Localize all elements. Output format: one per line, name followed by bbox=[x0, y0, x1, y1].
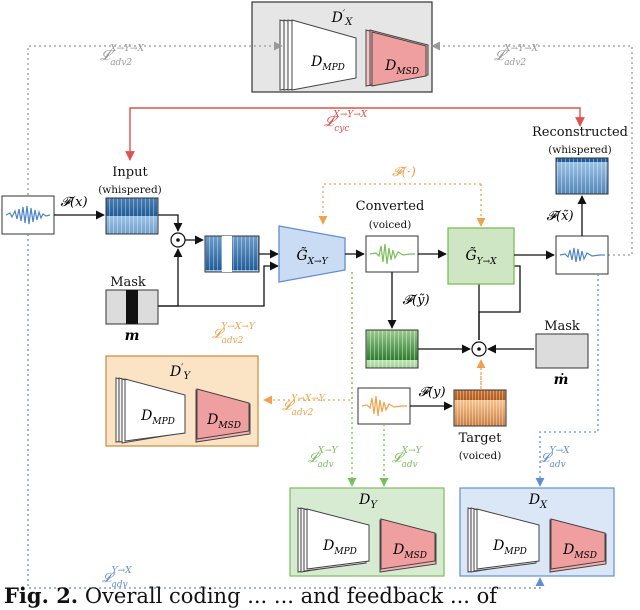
loss-adv2-yxy-a: 𝓛adv2Y→X→Y bbox=[212, 322, 256, 346]
converted-waveform bbox=[365, 235, 419, 273]
f-dot-label: 𝓕(·) bbox=[392, 165, 416, 180]
reconstructed-waveform bbox=[555, 235, 609, 275]
d-y-prime-block: D′Y DMPD DMSD bbox=[105, 355, 259, 447]
d-x-block: DX DMPD DMSD bbox=[459, 487, 615, 577]
mask-symbol: m bbox=[125, 328, 140, 344]
loss-adv-xy-b: 𝓛advX→Y bbox=[392, 446, 423, 470]
converted-sub: (voiced) bbox=[369, 219, 412, 231]
input-waveform bbox=[1, 195, 55, 235]
fy-tilde-label: 𝓕(ỹ) bbox=[402, 293, 429, 308]
figure-caption: Fig. 2. Overall coding ... ... and feedb… bbox=[4, 583, 640, 610]
generator-xy: G̃X→Y bbox=[278, 225, 346, 283]
mask2-label: Mask bbox=[544, 319, 580, 334]
mpd-stack-top: DMPD bbox=[279, 19, 357, 91]
fx-label: 𝓕(x) bbox=[60, 195, 87, 210]
d-x-prime-block: D′X DMPD DMSD bbox=[251, 1, 433, 93]
input-label: Input bbox=[112, 165, 148, 180]
loss-adv2-yxy-b: 𝓛adv2Y→X→Y bbox=[282, 394, 326, 418]
loss-cyc: 𝓛cycX→Y→X bbox=[324, 110, 368, 134]
input-spectrogram bbox=[105, 197, 159, 235]
reconstructed-label: Reconstructed bbox=[532, 125, 628, 140]
d-y-block: DY DMPD DMSD bbox=[289, 487, 445, 577]
target-sub: (voiced) bbox=[459, 450, 502, 462]
caption-text: Overall coding ... ... and feedback ... … bbox=[84, 584, 498, 608]
converted-label: Converted bbox=[356, 199, 425, 214]
target-label: Target bbox=[459, 431, 503, 446]
gray-adv2-lines bbox=[27, 41, 633, 256]
mask-block bbox=[105, 289, 159, 325]
msd-stack-top: DMSD bbox=[365, 29, 429, 87]
mask2-block bbox=[535, 333, 589, 369]
fy-label: 𝓕(y) bbox=[418, 385, 445, 400]
input-sub: (whispered) bbox=[98, 184, 162, 196]
loss-adv-yx-right: 𝓛advY→X bbox=[540, 446, 570, 470]
target-waveform bbox=[357, 387, 411, 425]
generator-yx: G̃Y→X bbox=[447, 227, 515, 285]
caption-prefix: Fig. 2. bbox=[4, 583, 79, 608]
loss-adv2-xyx-right: 𝓛adv2X→Y→X bbox=[494, 44, 539, 68]
cycle-loss-line bbox=[125, 107, 585, 161]
fx-tilde-label: 𝓕(x̃) bbox=[546, 209, 573, 224]
masked-spectrogram bbox=[204, 235, 260, 273]
converted-spectrogram bbox=[365, 329, 419, 369]
reconstructed-spectrogram bbox=[555, 157, 609, 195]
target-spectrogram bbox=[453, 389, 507, 427]
reconstructed-sub: (whispered) bbox=[548, 144, 612, 156]
mask-label: Mask bbox=[110, 275, 146, 290]
mask2-symbol: ṁ bbox=[554, 372, 569, 388]
loss-adv2-xyx-left: 𝓛adv2X→Y→X bbox=[100, 44, 145, 68]
loss-adv-xy-a: 𝓛advX→Y bbox=[308, 446, 339, 470]
